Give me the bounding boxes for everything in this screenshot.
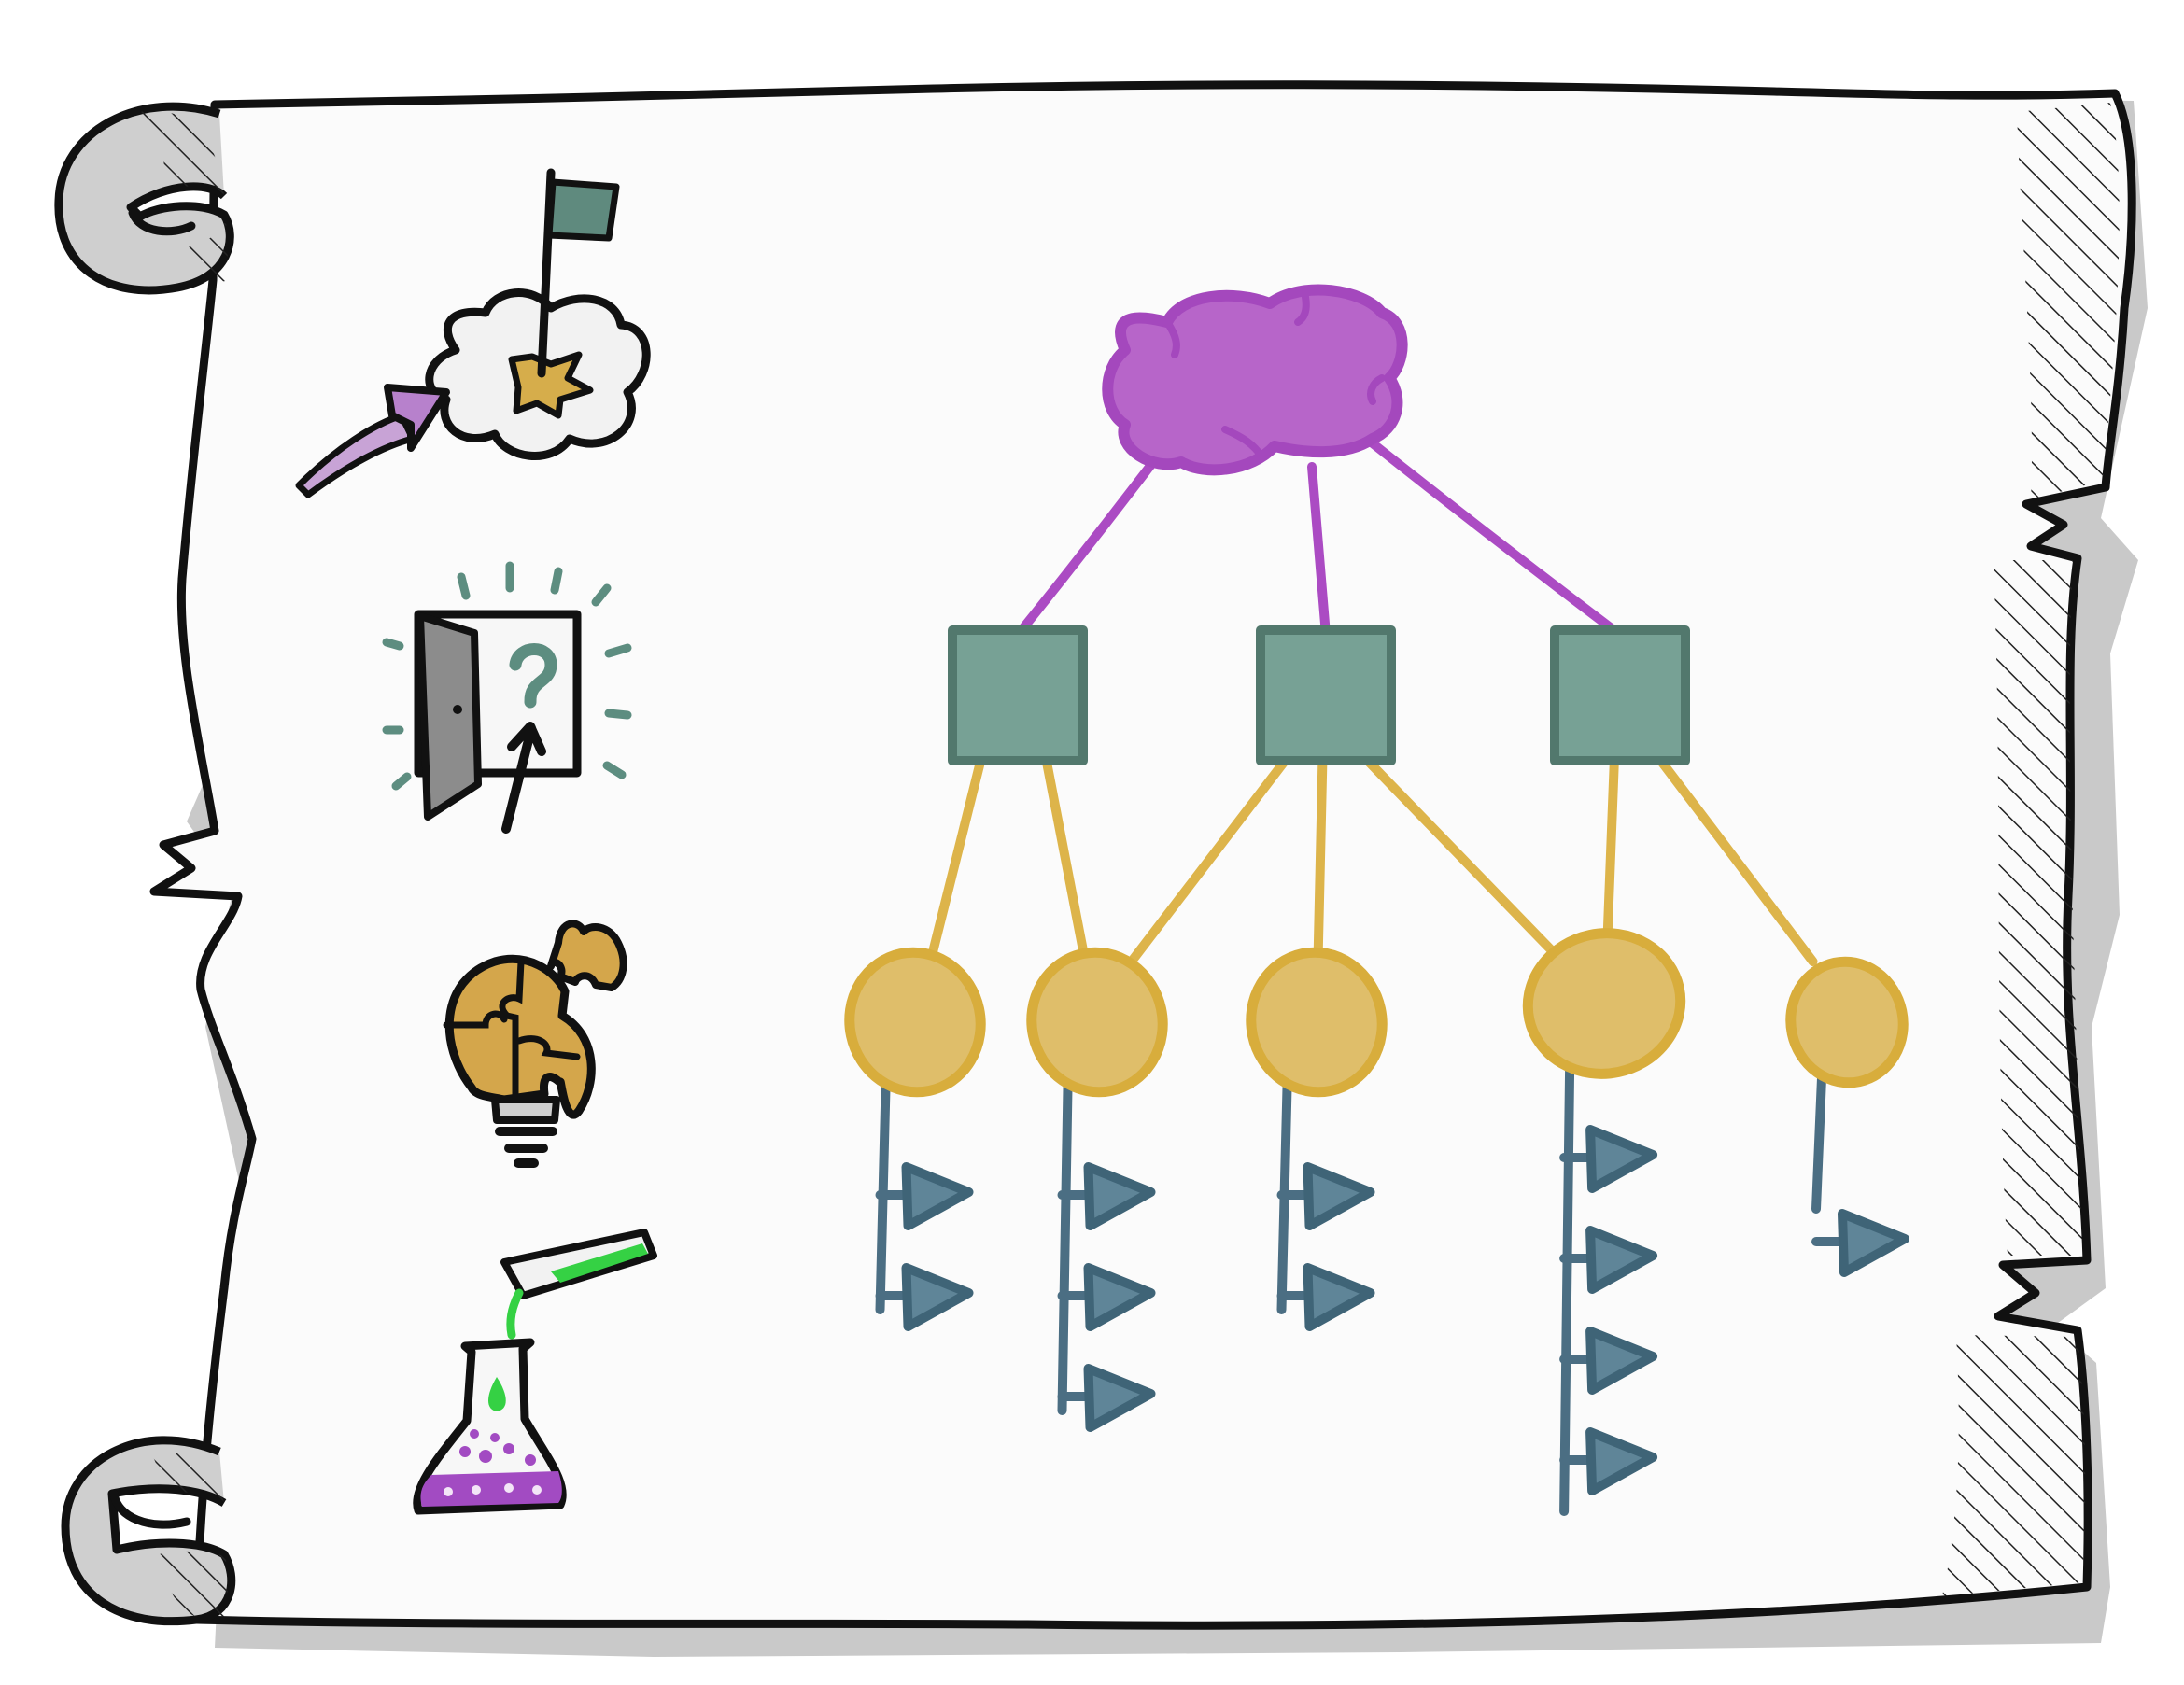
flask-liquid <box>420 1471 562 1507</box>
goal-target <box>508 351 594 419</box>
scroll-hatch-right-bottom <box>1942 1335 2086 1596</box>
root-link-3 <box>1368 439 1625 639</box>
root-cloud <box>1102 284 1408 476</box>
node-1-1-oval <box>844 947 986 1098</box>
node-1-1-leaf-2 <box>901 1263 974 1331</box>
root-link-1 <box>1013 457 1158 639</box>
branch-1-square <box>948 625 1088 765</box>
node-3-2-oval <box>1785 956 1909 1088</box>
node-3-1-oval <box>1522 928 1686 1079</box>
branch-3-square <box>1550 625 1690 765</box>
hierarchy-nodes <box>844 284 1909 1495</box>
branch-link-5 <box>1653 751 1818 966</box>
scroll-curl-top-left <box>54 102 234 295</box>
node-3-1-leaf-4 <box>1585 1427 1658 1495</box>
scroll-hatch-right-mid <box>1994 560 2082 1256</box>
icon-column <box>295 168 657 1515</box>
node-1-1-leaf-1 <box>901 1162 974 1230</box>
puzzle-piece-flying <box>547 920 627 991</box>
glow-lines <box>382 561 632 791</box>
question-mark <box>509 643 557 709</box>
node-2-1-leaf-1 <box>1303 1162 1375 1230</box>
scroll-curl-bottom-left <box>61 1436 236 1626</box>
flask-bubbles <box>459 1429 536 1466</box>
node-3-2-leaf-1 <box>1838 1209 1909 1277</box>
branch-2-square <box>1256 625 1396 765</box>
bulb-puzzle-seams <box>443 958 581 1101</box>
pour-stream <box>506 1288 524 1340</box>
parchment-scroll <box>54 80 2148 1657</box>
node-3-1-leaf-2 <box>1585 1226 1658 1294</box>
door-knob <box>453 705 462 714</box>
root-cloud-inner-curves <box>1163 293 1386 461</box>
arrow-head <box>384 384 450 452</box>
chemistry-flask-icon <box>413 1229 657 1515</box>
liquid-bubbles-light <box>444 1483 542 1496</box>
root-link-2 <box>1307 462 1331 639</box>
bulb-base <box>491 1096 560 1124</box>
tube-liquid <box>551 1243 648 1283</box>
door-panel <box>416 612 482 821</box>
node-1-2-leaf-1 <box>1083 1162 1156 1230</box>
goal-flag-icon <box>295 168 651 498</box>
branch-link-7 <box>1359 751 1568 966</box>
flask-body <box>413 1338 567 1515</box>
enter-arrow <box>501 722 546 834</box>
node-1-2-stem <box>1057 1083 1073 1415</box>
branch-link-6 <box>1126 751 1293 966</box>
node-3-1-leaf-1 <box>1585 1125 1658 1193</box>
scroll-hatch-right-top <box>2017 103 2120 499</box>
node-3-1-leaf-3 <box>1585 1327 1658 1395</box>
node-2-1-leaf-2 <box>1303 1263 1375 1331</box>
node-1-2-leaf-2 <box>1083 1263 1156 1331</box>
node-2-1-oval <box>1246 947 1388 1098</box>
branch-link-3 <box>1313 751 1328 966</box>
flag-cloth <box>545 178 620 242</box>
open-door-question-icon <box>382 561 632 834</box>
branch-link-1 <box>925 751 987 966</box>
node-1-2-leaf-3 <box>1083 1364 1156 1432</box>
node-3-1-stem <box>1559 1064 1575 1516</box>
branch-link-2 <box>1040 751 1091 966</box>
branch-link-4 <box>1601 751 1620 966</box>
node-1-2-oval <box>1026 947 1168 1098</box>
flask-drop <box>488 1377 506 1411</box>
puzzle-lightbulb-icon <box>443 920 627 1168</box>
node-3-2-stem <box>1811 1074 1826 1214</box>
